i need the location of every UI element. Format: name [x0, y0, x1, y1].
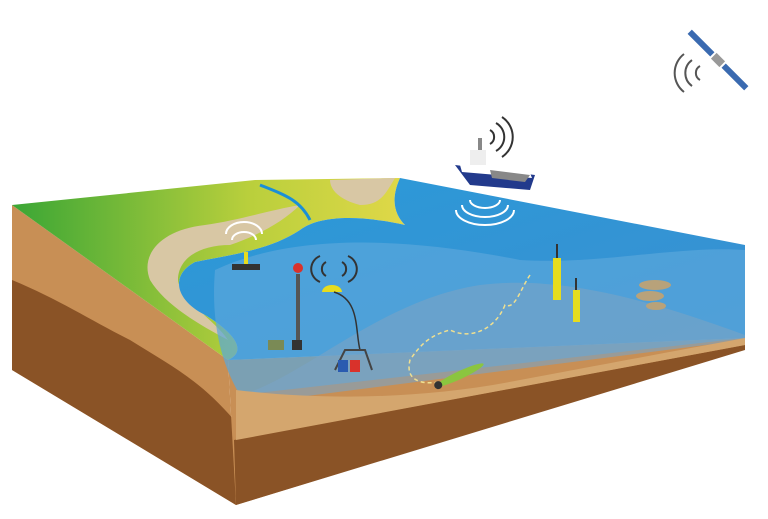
satellite-icon [687, 29, 749, 91]
satellite-signal-icon [673, 53, 701, 93]
seabed-floor [236, 338, 745, 440]
profiling-float-2 [573, 278, 580, 322]
seabed [236, 282, 745, 405]
river [259, 183, 312, 221]
mooring-pole [268, 263, 303, 350]
ship-signal-icon [489, 116, 514, 158]
left-cross-section [12, 205, 236, 505]
autonomous-vehicle [636, 280, 671, 310]
beach [147, 205, 300, 340]
data-buoy-signal-icon [310, 255, 358, 283]
underwater-glider [434, 363, 484, 390]
research-vessel [455, 138, 535, 190]
surface-buoy [232, 252, 260, 270]
seafloor-lander [334, 349, 373, 372]
buoy-signal-icon [225, 221, 263, 241]
sand-spit [330, 178, 395, 205]
sonar-waves-icon [455, 199, 515, 226]
profiling-float-1 [553, 244, 561, 300]
land-surface [12, 178, 405, 360]
data-buoy [322, 285, 361, 351]
